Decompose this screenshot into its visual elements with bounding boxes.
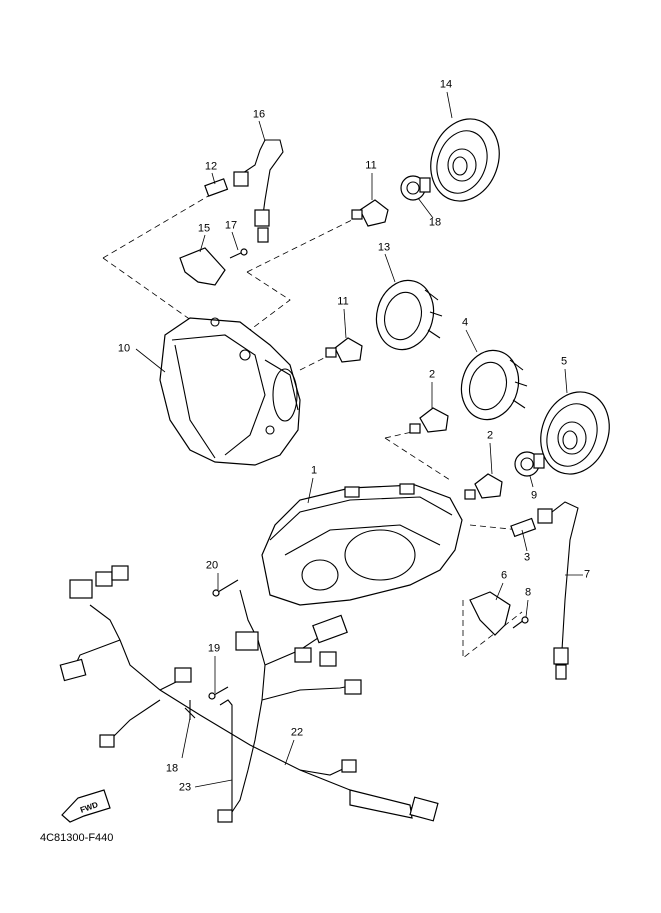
bulb-2-upper [409,407,449,434]
position-lamp-16 [233,139,284,243]
callout-10: 10 [117,342,131,355]
callout-22: 22 [290,726,304,739]
callout-11-upper: 11 [365,159,377,172]
upper-headlight-housing [159,317,301,466]
callout-12: 12 [204,160,218,173]
screw-20 [208,686,229,700]
drawing-code: 4C81300-F440 [40,832,114,844]
lower-headlight-housing [261,483,463,606]
callout-20: 19 [207,642,221,655]
cover-5 [540,391,610,475]
callout-17: 17 [224,219,238,232]
callout-2-lower: 2 [486,429,494,442]
bulb-3 [510,517,537,538]
socket-18 [400,175,431,201]
callout-leaders [135,91,583,788]
bracket-15 [179,247,226,286]
fwd-arrow-icon: FWD [61,789,111,823]
bulb-11-upper [351,199,389,227]
callout-2-upper: 2 [428,368,436,381]
callout-8: 8 [524,586,532,599]
ring-4 [460,349,528,421]
position-lamp-7 [537,501,579,680]
callout-6: 6 [500,569,508,582]
callout-4: 4 [461,316,469,329]
socket-9 [514,451,545,477]
assembly-guide-lines [102,194,523,659]
bracket-6 [469,591,511,636]
callout-9: 9 [530,489,538,502]
callout-11-lower: 11 [337,295,349,308]
callout-5: 5 [560,355,568,368]
callout-3: 3 [523,551,531,564]
cable-tie-23 [219,699,233,810]
ring-13 [375,279,443,351]
callout-13: 13 [377,241,391,254]
callout-16: 16 [252,108,266,121]
screw-8 [512,616,529,629]
wiring-harness-22 [59,565,439,823]
bulb-2-lower [464,473,503,500]
screw-17 [229,248,248,259]
bulb-11-lower [325,337,363,363]
bulb-12 [204,178,229,197]
callout-1: 1 [310,464,318,477]
screw-21 [212,579,239,597]
callout-23: 23 [178,781,192,794]
callout-21: 20 [205,559,219,572]
callout-18: 18 [428,216,442,229]
callout-15: 15 [197,222,211,235]
cover-14 [430,118,500,202]
callout-7: 7 [583,568,591,581]
callout-19: 18 [165,762,179,775]
callout-14: 14 [439,78,453,91]
